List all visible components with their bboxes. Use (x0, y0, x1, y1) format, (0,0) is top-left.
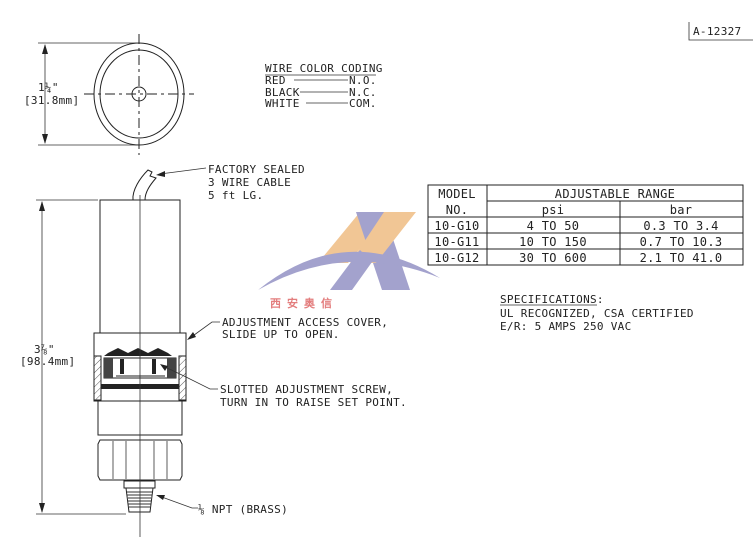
svg-text:10-G11: 10-G11 (434, 235, 479, 249)
svg-text:0.7 TO 10.3: 0.7 TO 10.3 (640, 235, 723, 249)
model-range-table: MODEL NO. ADJUSTABLE RANGE psi bar 10-G1… (427, 184, 744, 266)
top-view: 1¼" [31.8mm] (24, 34, 194, 155)
svg-text:3 WIRE CABLE: 3 WIRE CABLE (208, 176, 291, 189)
svg-text:TURN IN TO RAISE SET POINT.: TURN IN TO RAISE SET POINT. (220, 396, 407, 409)
svg-text:10-G10: 10-G10 (434, 219, 479, 233)
callout-cover: ADJUSTMENT ACCESS COVER, SLIDE UP TO OPE… (187, 316, 388, 341)
header-psi: psi (542, 203, 565, 217)
specs-line: UL RECOGNIZED, CSA CERTIFIED (500, 307, 694, 320)
table-row: 10-G11 10 TO 150 0.7 TO 10.3 (434, 235, 722, 249)
wire-contact: N.O. (349, 74, 377, 87)
svg-text:ADJUSTMENT ACCESS COVER,: ADJUSTMENT ACCESS COVER, (222, 316, 388, 329)
table-row: 10-G12 30 TO 600 2.1 TO 41.0 (434, 251, 722, 265)
wire-color: BLACK (265, 86, 300, 99)
callout-cable: FACTORY SEALED 3 WIRE CABLE 5 ft LG. (156, 163, 305, 202)
side-dimension-mm: [98.4mm] (20, 355, 75, 368)
header-bar: bar (670, 203, 693, 217)
specs-line: E/R: 5 AMPS 250 VAC (500, 320, 632, 333)
side-dimension-fraction: 3⅞" (34, 343, 55, 356)
callout-screw: SLOTTED ADJUSTMENT SCREW, TURN IN TO RAI… (160, 364, 407, 409)
drawing-number-box: A-12327 (688, 22, 753, 41)
svg-text:FACTORY SEALED: FACTORY SEALED (208, 163, 305, 176)
svg-text:10 TO 150: 10 TO 150 (519, 235, 587, 249)
wire-contact: N.C. (349, 86, 377, 99)
watermark-logo: 西安奥信 (258, 212, 440, 310)
wire-color: RED (265, 74, 286, 87)
wire-contact: COM. (349, 97, 377, 110)
wire-coding-title: WIRE COLOR CODING (265, 62, 383, 75)
svg-text:SLIDE UP TO OPEN.: SLIDE UP TO OPEN. (222, 328, 340, 341)
top-dimension-mm: [31.8mm] (24, 94, 79, 107)
table-row: 10-G10 4 TO 50 0.3 TO 3.4 (434, 219, 718, 233)
svg-text:30 TO 600: 30 TO 600 (519, 251, 587, 265)
top-dimension-fraction: 1¼" (38, 81, 59, 94)
svg-text:0.3 TO 3.4: 0.3 TO 3.4 (643, 219, 718, 233)
drawing-number: A-12327 (693, 25, 741, 38)
callout-npt: ⅛ NPT (BRASS) (156, 495, 288, 516)
side-view: 3⅞" [98.4mm] (20, 169, 187, 537)
specs-title: SPECIFICATIONS: (500, 293, 604, 306)
header-model: MODEL (438, 187, 476, 201)
wire-color: WHITE (265, 97, 300, 110)
svg-text:10-G12: 10-G12 (434, 251, 479, 265)
svg-text:SLOTTED ADJUSTMENT SCREW,: SLOTTED ADJUSTMENT SCREW, (220, 383, 393, 396)
watermark-text: 西安奥信 (270, 296, 338, 310)
svg-text:5 ft LG.: 5 ft LG. (208, 189, 263, 202)
svg-text:⅛ NPT (BRASS): ⅛ NPT (BRASS) (198, 503, 288, 516)
svg-text:2.1 TO 41.0: 2.1 TO 41.0 (640, 251, 723, 265)
svg-text:4 TO 50: 4 TO 50 (527, 219, 580, 233)
header-no: NO. (446, 203, 469, 217)
specifications: SPECIFICATIONS: UL RECOGNIZED, CSA CERTI… (500, 293, 694, 333)
header-range: ADJUSTABLE RANGE (555, 187, 675, 201)
wire-color-coding: WIRE COLOR CODING RED N.O. BLACK N.C. WH… (265, 62, 383, 110)
